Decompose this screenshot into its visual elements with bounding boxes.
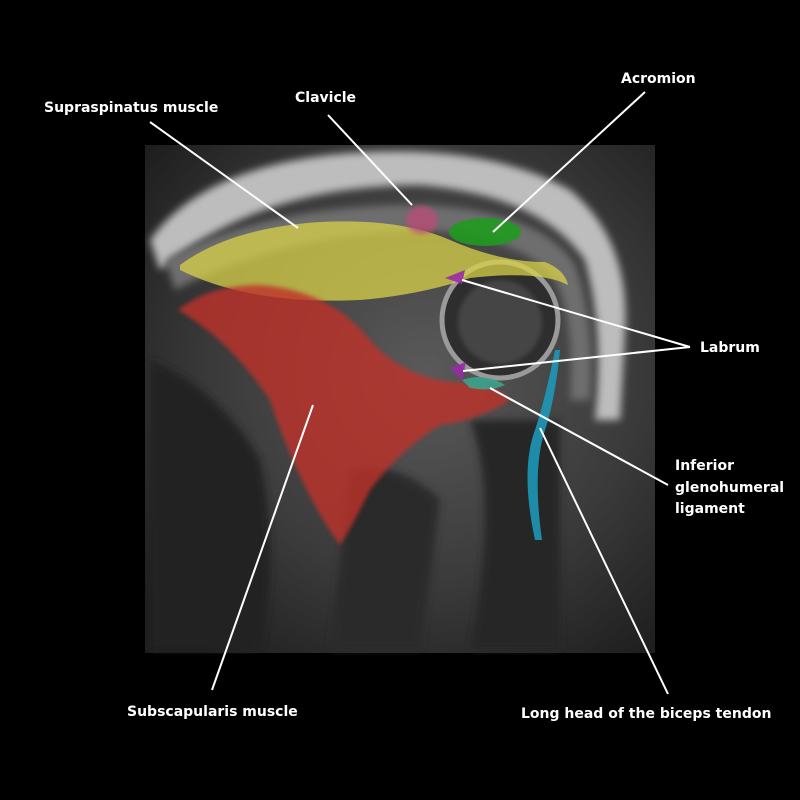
subscapularis-leader (211, 404, 314, 691)
label-labrum: Labrum (700, 340, 760, 356)
acromion-leader (492, 91, 646, 233)
ligament-overlay (462, 376, 505, 390)
labrum-inferior-overlay (450, 362, 466, 380)
acromion-overlay (449, 218, 521, 246)
label-ligament-line3: ligament (675, 501, 745, 517)
subscapularis-overlay (178, 285, 510, 545)
labrum-superior-overlay (445, 270, 465, 284)
supraspinatus-overlay (180, 221, 568, 301)
label-ligament-line1: Inferior (675, 458, 734, 474)
label-ligament-line2: glenohumeral (675, 480, 784, 496)
label-clavicle: Clavicle (295, 90, 356, 106)
biceps-tendon-overlay (527, 350, 560, 540)
clavicle-leader (327, 114, 413, 206)
label-biceps-tendon: Long head of the biceps tendon (521, 706, 771, 722)
label-acromion: Acromion (621, 71, 696, 87)
label-supraspinatus: Supraspinatus muscle (44, 100, 218, 116)
supraspinatus-leader (149, 121, 299, 229)
label-subscapularis: Subscapularis muscle (127, 704, 298, 720)
clavicle-overlay (406, 206, 438, 234)
ligament-leader (489, 387, 669, 486)
biceps-leader (539, 427, 669, 695)
labrum-leader-inferior (462, 346, 691, 372)
labrum-leader-superior (461, 279, 691, 348)
